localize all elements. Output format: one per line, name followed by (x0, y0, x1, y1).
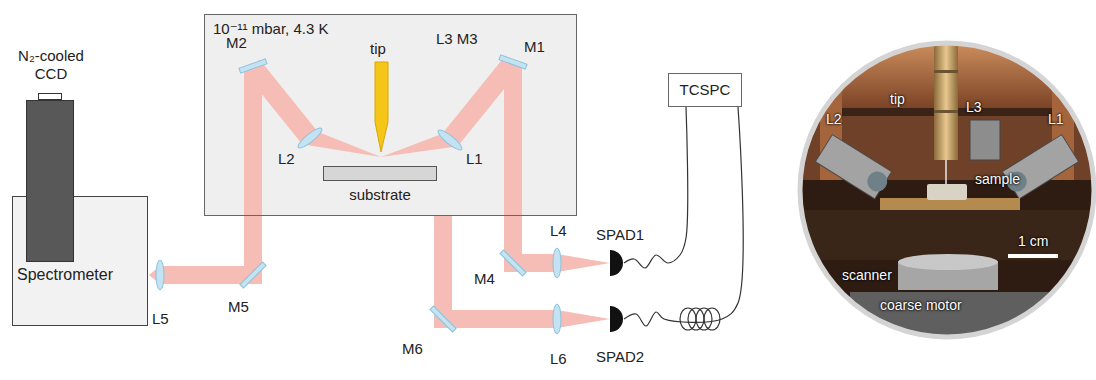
mirror-symbol (499, 55, 527, 69)
laser-beam (443, 310, 557, 328)
stm-tip (375, 62, 388, 152)
photo-label: 1 cm (1018, 232, 1048, 250)
signal-cable (624, 107, 743, 326)
tip-wire (945, 160, 947, 186)
node-text: Spectrometer (17, 266, 113, 284)
component-label: L4 (550, 222, 567, 240)
component-label: M6 (402, 340, 423, 358)
laser-beam (504, 62, 522, 272)
beam-cone (557, 254, 610, 272)
tip-holder-ring (934, 110, 958, 113)
photo-label: sample (975, 170, 1020, 188)
substrate-slab: substrate (323, 166, 437, 181)
component-label: M2 (226, 34, 247, 52)
lens-symbol (156, 260, 164, 290)
photo-ground (795, 210, 1096, 260)
mirror-symbol (500, 250, 526, 276)
component-label: M5 (228, 298, 249, 316)
scanner-top (898, 254, 998, 270)
component-label: M1 (524, 38, 545, 56)
lens-holder (1002, 135, 1078, 199)
photo-label: scanner (842, 266, 892, 284)
photo-frame (800, 43, 1094, 337)
spad-symbol (610, 250, 624, 276)
beam-cone (557, 310, 610, 328)
vacuum-chamber: substrate10⁻¹¹ mbar, 4.3 K (204, 14, 577, 216)
component-label: L6 (550, 350, 567, 368)
component-label: tip (370, 40, 386, 58)
photo-label: coarse motor (880, 296, 962, 314)
mirror-symbol (430, 306, 456, 332)
photo-label: L1 (1048, 110, 1064, 128)
lens-holder (815, 135, 891, 199)
tip-holder-ring (934, 70, 958, 73)
spad-detector: SPAD2 (610, 306, 624, 332)
laser-beam (244, 66, 262, 284)
component-label: L1 (466, 150, 483, 168)
component-label: M4 (474, 270, 495, 288)
node-text: SPAD1 (596, 226, 644, 244)
spad-symbol (610, 306, 624, 332)
spad-symbol (610, 306, 623, 332)
spad-detector: SPAD1 (610, 250, 624, 276)
node-text: substrate (324, 186, 436, 204)
node-text: TCSPC (680, 81, 731, 99)
lens-symbol (553, 248, 561, 278)
mirror-symbol (239, 59, 267, 73)
lens-glass (863, 168, 891, 196)
photo-ground (795, 38, 1096, 344)
signal-cable (624, 107, 688, 268)
photo-label: L3 (966, 98, 982, 116)
ccd-camera: N₂-cooled CCD (26, 100, 74, 262)
lens-holder (970, 120, 1000, 160)
lens-symbol (553, 304, 561, 334)
node-text: N₂-cooled CCD (7, 47, 95, 83)
tip-holder (934, 38, 958, 160)
component-label: L2 (278, 150, 295, 168)
lens-symbol (296, 125, 324, 150)
tcspc-module: TCSPC (668, 73, 742, 107)
photo-label: tip (890, 90, 905, 108)
ccd-cap (38, 93, 62, 100)
scale-bar (1008, 254, 1058, 258)
component-label: L5 (152, 310, 169, 328)
cable-coil (704, 308, 720, 330)
spad-symbol (610, 250, 623, 276)
laser-beam (160, 266, 253, 284)
component-label: L3 M3 (436, 30, 478, 48)
photo-label: L2 (826, 110, 842, 128)
lens-symbol (436, 127, 464, 152)
mirror-symbol (240, 262, 266, 288)
sample-crystal (927, 184, 967, 200)
node-text: SPAD2 (596, 348, 644, 366)
